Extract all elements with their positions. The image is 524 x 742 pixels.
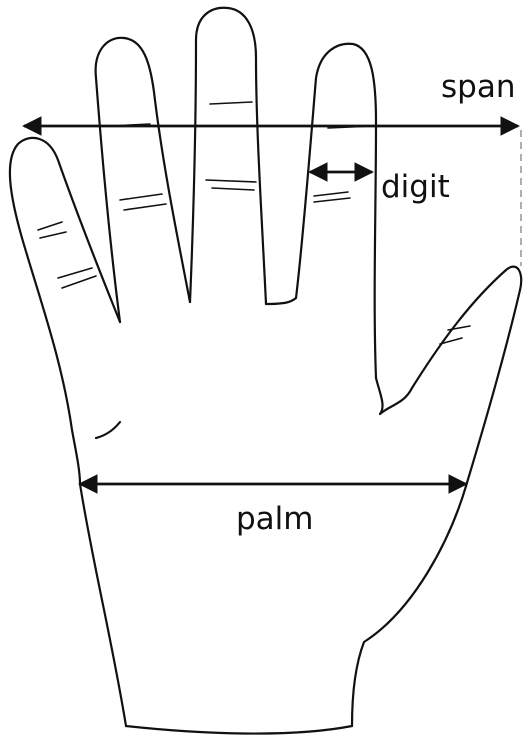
wrist-edge [126,726,352,734]
crease-index-3 [314,198,350,202]
crease-little-4 [62,276,96,288]
crease-middle-1 [210,102,252,104]
digit-label: digit [381,172,450,203]
crease-ring-3 [124,204,166,210]
palm-crease [96,422,120,438]
span-label: span [441,72,515,103]
crease-middle-2 [206,180,256,182]
crease-middle-3 [212,188,254,190]
ring-finger-outline [96,38,190,322]
finger-creases [38,102,470,344]
crease-ring-2 [120,194,162,200]
crease-little-1 [38,222,62,230]
index-finger-outline [266,44,376,378]
hand-outline [10,8,521,734]
thumb-outline [376,267,521,486]
palm-label: palm [236,504,314,535]
crease-little-3 [58,268,92,278]
crease-thumb-1 [448,326,470,330]
left-wrist-outline [80,484,126,726]
middle-finger-outline [190,8,266,304]
crease-index-2 [314,192,348,196]
crease-little-2 [40,232,66,238]
right-wrist-outline [352,486,466,726]
little-finger-outline [10,138,120,484]
